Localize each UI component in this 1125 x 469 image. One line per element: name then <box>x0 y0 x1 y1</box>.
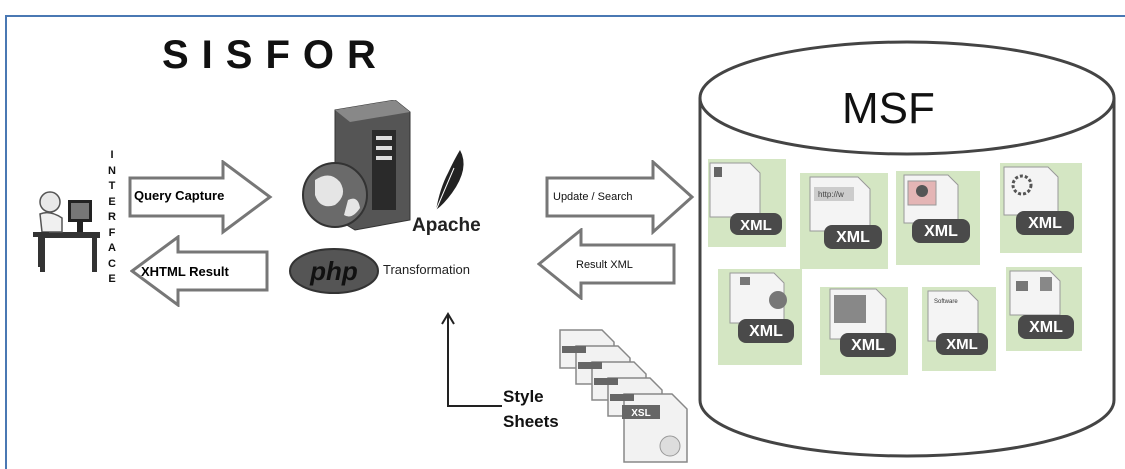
svg-text:XML: XML <box>740 217 772 234</box>
svg-text:XML: XML <box>924 223 958 240</box>
stylesheet-flow-arrow <box>441 312 502 407</box>
xml-documents-grid: XML http://w XML XML XML XML XML <box>708 159 1082 375</box>
svg-text:XML: XML <box>851 337 885 354</box>
result-xml-label: Result XML <box>576 259 633 271</box>
php-logo-icon: php <box>289 248 379 294</box>
svg-text:http://w: http://w <box>818 190 844 199</box>
xml-item: http://w XML <box>800 173 888 269</box>
transformation-label: Transformation <box>383 262 470 277</box>
apache-feather-icon <box>435 150 464 211</box>
svg-text:Software: Software <box>934 299 958 305</box>
svg-text:XML: XML <box>946 336 978 353</box>
user-computer-icon <box>33 191 100 272</box>
stylesheet-documents-icon: XSL <box>559 329 688 463</box>
server-icon <box>302 100 411 231</box>
style-sheets-label-line2: Sheets <box>503 412 559 431</box>
svg-text:XML: XML <box>836 229 870 246</box>
php-label: php <box>309 256 358 286</box>
interface-label: I N T E R F A C E <box>108 149 116 285</box>
diagram-title: SISFOR <box>162 33 389 77</box>
apache-label: Apache <box>412 215 481 236</box>
svg-text:XML: XML <box>749 323 783 340</box>
xml-item: XML <box>708 159 786 247</box>
xml-item: XML <box>820 287 908 375</box>
update-search-arrow <box>545 160 695 235</box>
xml-item: XML <box>1000 163 1082 253</box>
xhtml-result-arrow <box>130 235 269 307</box>
diagram-frame <box>5 15 1125 469</box>
style-sheets-label: Style Sheets <box>503 384 559 434</box>
msf-label: MSF <box>842 84 935 133</box>
update-search-label: Update / Search <box>553 191 633 203</box>
style-sheets-label-line1: Style <box>503 387 544 406</box>
query-capture-label: Query Capture <box>134 188 225 203</box>
result-xml-arrow <box>537 228 676 300</box>
xml-item: XML <box>896 171 980 265</box>
xhtml-result-label: XHTML Result <box>141 264 229 279</box>
xml-item: XML <box>1006 267 1082 351</box>
query-capture-arrow <box>128 160 273 235</box>
svg-text:XML: XML <box>1029 319 1063 336</box>
xml-item: XML <box>718 269 802 365</box>
svg-text:XML: XML <box>1028 215 1062 232</box>
xml-item: Software XML <box>922 287 996 371</box>
xsl-tag: XSL <box>631 408 650 419</box>
